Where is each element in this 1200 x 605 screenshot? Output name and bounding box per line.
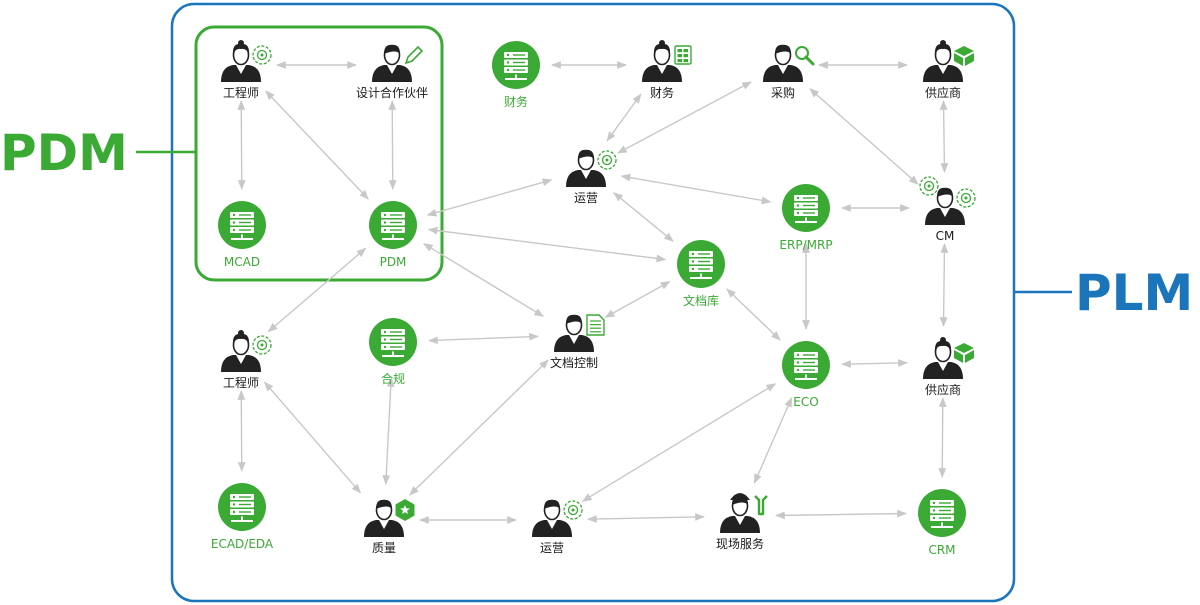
node-label: ECAD/EDA [211,537,274,551]
edge-eco-supplier2 [841,359,908,368]
node-label: CM [936,229,955,243]
node-engineer2[interactable]: 工程师 [221,330,272,390]
plm-region-label: PLM [1075,264,1193,322]
edge-pdm-doclib [427,226,667,263]
gear-icon [252,45,272,65]
node-eco[interactable]: ECO [782,341,830,409]
node-label: 运营 [540,541,564,555]
wrench-icon [754,495,768,516]
edge-supplier1-cm [939,100,949,173]
edge-compliance-quality [382,377,395,485]
magnifier-icon [795,46,815,66]
node-ops1[interactable]: 运营 [566,149,617,205]
node-ecad[interactable]: ECAD/EDA [211,483,274,551]
node-supplier2[interactable]: 供应商 [923,337,974,397]
edge-engineer2-ecad [237,390,246,472]
node-doccontrol[interactable]: 文档控制 [550,314,605,370]
edge-pdm-doccontrol [422,243,545,317]
node-label: 文档库 [683,293,719,308]
node-cm[interactable]: CM [919,176,976,243]
node-supplier1[interactable]: 供应商 [923,40,974,100]
gear-icon [919,176,939,196]
node-label: 运营 [574,191,598,205]
edge-engineer2-quality [263,381,362,494]
node-erp[interactable]: ERP/MRP [779,184,833,252]
node-label: 财务 [504,94,528,109]
edge-finance_p-ops1 [606,93,642,142]
node-finance_p[interactable]: 财务 [642,40,692,100]
node-label: CRM [928,543,955,557]
node-label: 财务 [650,85,674,100]
node-designpartner[interactable]: 设计合作伙伴 [356,44,428,100]
box-icon [954,343,974,363]
node-label: ERP/MRP [779,238,832,252]
edge-purchase-ops1 [616,81,753,154]
node-mcad[interactable]: MCAD [218,201,266,269]
gear-icon [252,335,272,355]
edge-designpartner-pdm [388,100,397,190]
node-ops2[interactable]: 运营 [532,499,583,555]
calculator-icon [674,45,692,65]
node-doclib[interactable]: 文档库 [677,240,725,308]
node-label: ECO [793,395,818,409]
badge-icon [395,499,415,521]
gear-icon [956,188,976,208]
edge-doclib-eco [726,288,781,341]
box-icon [954,46,974,66]
node-label: 设计合作伙伴 [356,85,428,100]
node-fieldservice[interactable]: 现场服务 [716,493,768,551]
node-purchase[interactable]: 采购 [763,44,815,100]
node-label: 工程师 [223,85,259,100]
edge-pdm-engineer2 [267,247,367,333]
node-label: 合规 [381,371,405,386]
node-label: 现场服务 [716,536,764,551]
document-icon [586,314,605,336]
node-label: 采购 [771,85,795,100]
node-label: 文档控制 [550,355,598,370]
edges-layer [237,61,949,524]
edge-cm-supplier2 [939,243,949,327]
gear-icon [597,150,617,170]
node-label: 供应商 [925,85,961,100]
edge-ops2-fieldservice [587,513,705,523]
edge-ops1-doclib [613,192,674,242]
node-engineer1[interactable]: 工程师 [221,40,272,100]
node-quality[interactable]: 质量 [364,499,415,555]
node-label: 质量 [372,541,396,555]
edge-purchase-cm [809,88,919,185]
edge-fieldservice-eco [753,397,793,484]
plm-boundary [170,2,1016,603]
node-compliance[interactable]: 合规 [369,318,417,386]
edge-doccontrol-quality [409,359,549,496]
edge-pdm-ops1 [426,178,553,217]
node-pdm[interactable]: PDM [369,201,417,269]
edge-engineer1-pdm [265,90,369,200]
edge-fieldservice-crm [775,509,907,520]
edge-engineer1-mcad [237,100,246,190]
edge-ops2-eco [581,383,777,502]
node-label: MCAD [224,255,260,269]
node-label: PDM [380,255,407,269]
node-label: 供应商 [925,382,961,397]
pdm-region-label: PDM [0,124,128,182]
node-label: 工程师 [223,375,259,390]
pencil-icon [404,45,424,65]
edge-compliance-doccontrol [428,332,539,345]
gear-icon [563,500,583,520]
edge-doccontrol-doclib [604,280,671,319]
node-crm[interactable]: CRM [918,489,966,557]
edge-supplier2-crm [938,397,947,478]
edge-ops1-erp [620,173,772,205]
node-finance_sys[interactable]: 财务 [492,41,540,109]
